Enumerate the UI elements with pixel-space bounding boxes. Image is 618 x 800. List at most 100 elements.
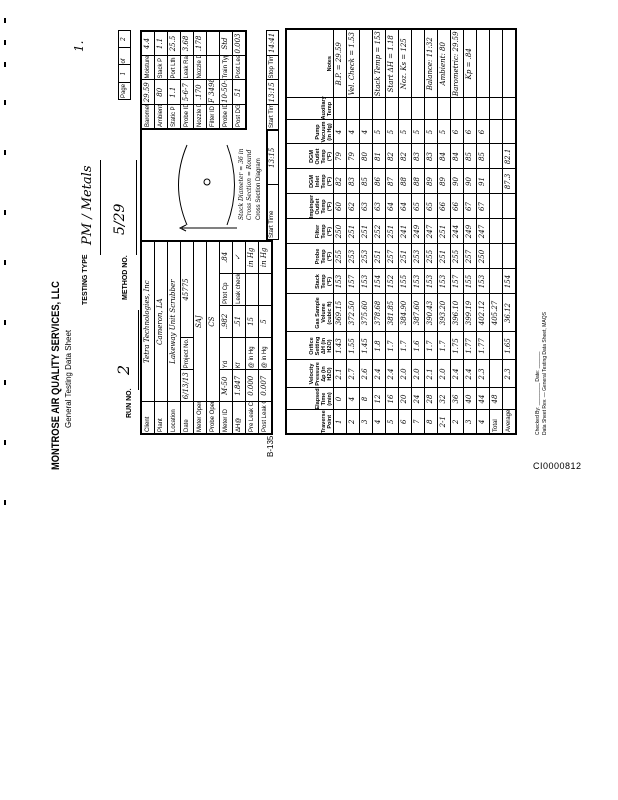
table-cell: 89 bbox=[424, 169, 438, 194]
total-cell bbox=[489, 269, 503, 294]
table-cell: 3 bbox=[463, 410, 477, 434]
table-cell: 79 bbox=[346, 144, 360, 169]
table-cell: 1.45 bbox=[359, 332, 373, 360]
column-header: Velocity Pressure Δp (in H2O) bbox=[286, 360, 334, 388]
total-cell bbox=[489, 120, 503, 144]
table-cell: 63 bbox=[359, 194, 373, 219]
table-cell: 255 bbox=[424, 244, 438, 269]
run-label: RUN NO. bbox=[126, 388, 133, 418]
table-cell: 1.75 bbox=[450, 332, 464, 360]
table-cell: 65 bbox=[424, 194, 438, 219]
diagram-note: Stack Diameter = 36 in bbox=[238, 148, 245, 220]
column-header: Auxiliary Temp bbox=[286, 96, 334, 120]
table-cell: 2.0 bbox=[398, 360, 412, 388]
table-cell: 60 bbox=[333, 194, 347, 219]
total-cell: 48 bbox=[489, 388, 503, 410]
table-cell: 252 bbox=[372, 219, 386, 244]
table-cell: 8 bbox=[424, 410, 438, 434]
table-cell: 2.4 bbox=[372, 360, 386, 388]
margin-mark bbox=[4, 210, 6, 215]
table-cell: 6 bbox=[463, 120, 477, 144]
table-cell: 16 bbox=[385, 388, 399, 410]
info-label: Train Type bbox=[219, 55, 233, 80]
info-label: Stack P (in H2O) bbox=[154, 55, 168, 80]
table-cell: 153 bbox=[333, 269, 347, 294]
info-value: Cameron, LA bbox=[154, 241, 168, 402]
info-label: Probe ID (Ref. Ht.) bbox=[219, 104, 233, 129]
table-cell: 255 bbox=[450, 244, 464, 269]
column-header: Gas Sample Volume (cubic ft) bbox=[286, 294, 334, 332]
table-cell: Noz. Ks = 125 bbox=[398, 29, 412, 98]
margin-mark bbox=[4, 18, 6, 23]
table-cell: 369.15 bbox=[333, 294, 347, 332]
info-value: Tetra Technologies, Inc bbox=[141, 241, 155, 402]
method-value: 5/29 bbox=[112, 203, 128, 235]
corner-mark: 1. bbox=[72, 40, 86, 52]
table-cell bbox=[463, 98, 477, 120]
page-total: 2 bbox=[118, 30, 131, 48]
table-cell: 87 bbox=[385, 169, 399, 194]
info-label: Probe ID bbox=[180, 104, 194, 129]
info-label: Ambient Temp (°F) bbox=[154, 104, 168, 129]
table-cell: 8 bbox=[359, 388, 373, 410]
table-cell: 1.7 bbox=[385, 332, 399, 360]
table-cell: 66 bbox=[450, 194, 464, 219]
table-cell bbox=[333, 98, 347, 120]
start-time-label: Start Time bbox=[266, 104, 279, 130]
total-cell bbox=[489, 360, 503, 388]
table-cell: 6 bbox=[450, 120, 464, 144]
info-value: in Hg bbox=[258, 241, 272, 274]
table-cell: 2.7 bbox=[346, 360, 360, 388]
margin-mark bbox=[4, 100, 6, 105]
info-value: 4.4 bbox=[141, 31, 155, 56]
table-cell: Barometric: 29.59 bbox=[450, 29, 464, 98]
table-cell: 155 bbox=[463, 269, 477, 294]
table-cell: 1.6 bbox=[411, 332, 425, 360]
total-cell bbox=[489, 169, 503, 194]
column-header: Pump Vacuum (in Hg) bbox=[286, 120, 334, 144]
table-cell: 244 bbox=[450, 219, 464, 244]
info-label: Location bbox=[167, 401, 181, 434]
table-cell: 251 bbox=[437, 219, 451, 244]
average-cell: 1.65 bbox=[502, 332, 516, 360]
stack-diagram bbox=[178, 144, 237, 232]
sheet-subtitle: General Testing Data Sheet bbox=[64, 329, 73, 428]
margin-mark bbox=[4, 62, 6, 67]
info-value: ✓ bbox=[232, 241, 246, 274]
stack-arc bbox=[226, 144, 235, 226]
start-time-box: Start Time 13:15 bbox=[266, 130, 279, 240]
table-cell: 83 bbox=[411, 144, 425, 169]
info-value: 10-50-5 bbox=[219, 80, 233, 105]
margin-mark bbox=[4, 260, 6, 265]
info-value: 80 bbox=[154, 80, 168, 105]
table-cell: 153 bbox=[411, 269, 425, 294]
company-title: MONTROSE AIR QUALITY SERVICES, LLC bbox=[50, 281, 62, 470]
table-cell: 2 bbox=[346, 410, 360, 434]
diagram-note: Cross Section = Round bbox=[246, 149, 253, 220]
table-cell: 1 bbox=[333, 410, 347, 434]
table-cell: 253 bbox=[359, 244, 373, 269]
method-underline bbox=[136, 160, 137, 255]
table-cell: Balance: 11:32 bbox=[424, 29, 438, 98]
table-cell bbox=[359, 98, 373, 120]
info-label: Filter ID bbox=[206, 104, 220, 129]
info-label: Port Lth bbox=[167, 55, 181, 80]
table-cell: 6 bbox=[476, 120, 490, 144]
table-cell: 249 bbox=[463, 219, 477, 244]
info-value: .51 bbox=[232, 305, 246, 338]
info-value: 51 bbox=[232, 80, 246, 105]
info-label: Leak check bbox=[232, 273, 246, 306]
table-cell: 375.60 bbox=[359, 294, 373, 332]
